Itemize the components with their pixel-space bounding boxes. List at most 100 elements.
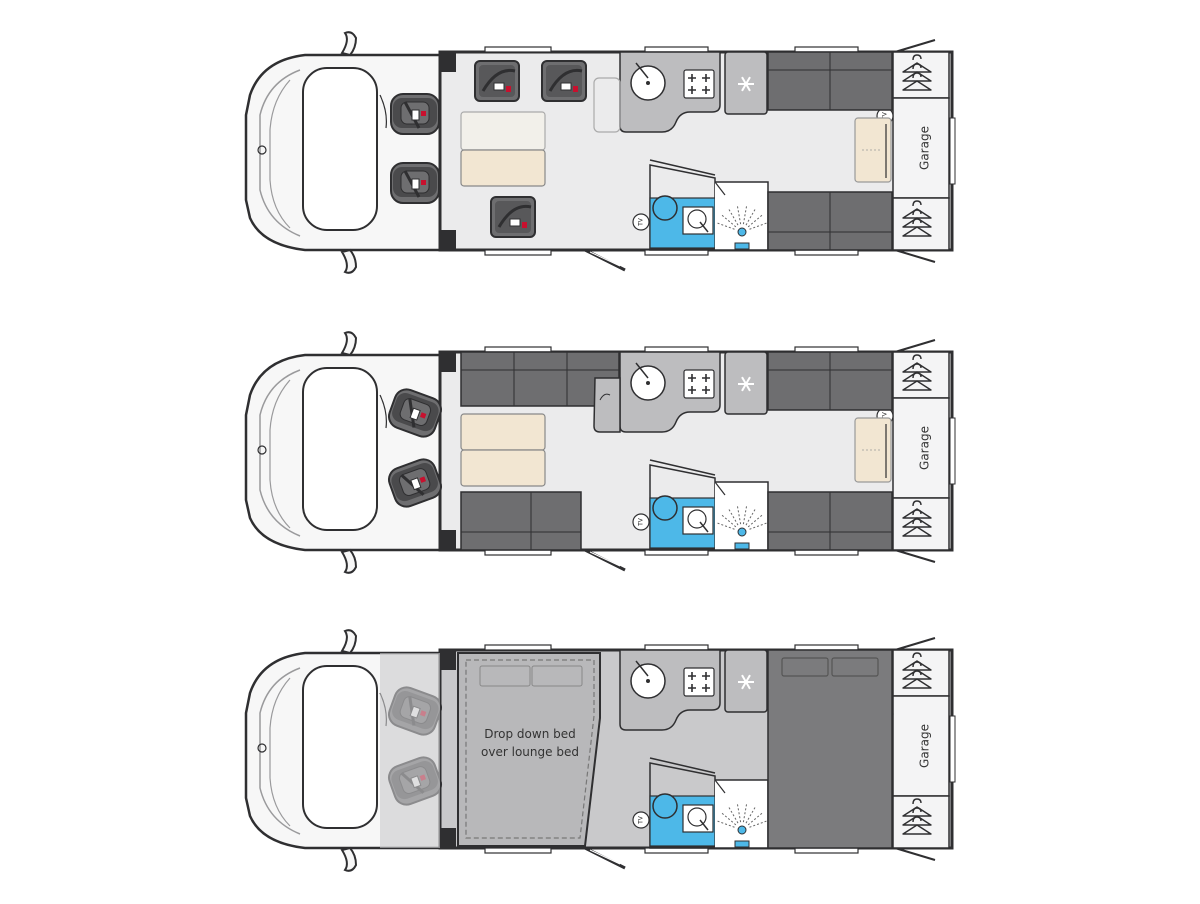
rear-flap-bottom — [894, 847, 936, 861]
window-top — [484, 46, 552, 53]
shower-spray — [742, 506, 748, 525]
washbasin-tap — [699, 819, 709, 831]
wardrobe-bottom — [892, 795, 950, 849]
badge-icon — [257, 743, 267, 753]
rear-flap-bottom — [894, 549, 936, 563]
rear-window — [949, 715, 956, 783]
tv-front-circle — [632, 213, 650, 231]
steering-wheel — [379, 394, 387, 429]
shower-spray — [742, 206, 748, 225]
toilet-icon — [652, 793, 678, 819]
fridge-icon — [738, 376, 754, 392]
shower-drain — [734, 242, 750, 250]
shower-screen — [714, 181, 726, 196]
hob-burner — [702, 74, 710, 82]
hob-burner — [702, 86, 710, 94]
hob-burner — [688, 386, 696, 394]
garage-area — [892, 97, 950, 199]
shower-screen — [714, 779, 726, 794]
drop-bed-label-line1: Drop down bed — [484, 727, 576, 741]
cab-contour — [259, 369, 301, 537]
front-sofa-bottom — [460, 491, 582, 551]
snowflake-arm — [741, 674, 751, 690]
pillow-1 — [479, 665, 531, 687]
lounge-table-bottom — [460, 449, 546, 487]
shower-screen — [714, 481, 726, 496]
snowflake-arm — [741, 76, 751, 92]
rear-sofa-top-cushions — [768, 352, 892, 410]
window-top — [484, 644, 552, 651]
front-sofa-top — [460, 351, 620, 407]
shower-spray — [721, 214, 737, 228]
tv-front-label: TV — [638, 815, 645, 825]
shower-icon — [717, 206, 767, 237]
pillar-top — [440, 352, 456, 372]
rear-flap-top — [894, 39, 936, 53]
steering-wheel — [379, 94, 387, 129]
tv-front-circle — [632, 811, 650, 829]
rear-flap-top — [894, 637, 936, 651]
shower-spray — [717, 820, 735, 828]
rear-flap-bottom — [894, 249, 936, 263]
front-sofa-top-cushions — [461, 352, 619, 406]
shower-head — [737, 825, 747, 835]
entry-door — [584, 248, 626, 272]
tv-rear-label: TV — [882, 111, 889, 121]
shower-spray — [745, 807, 756, 824]
shower-spray — [721, 812, 737, 826]
lounge-table-top — [460, 413, 546, 451]
garage-label: Garage — [918, 426, 932, 470]
sink-drain — [646, 679, 650, 683]
rear-window — [949, 117, 956, 185]
entry-door — [584, 846, 626, 870]
windscreen — [302, 367, 378, 531]
shower-spray — [749, 820, 767, 828]
entry-door — [584, 548, 626, 572]
mirror-left-icon — [340, 31, 358, 57]
windscreen — [302, 665, 378, 829]
swivel-outline — [593, 77, 621, 133]
pillar-bottom — [440, 230, 456, 250]
hob-burner — [702, 684, 710, 692]
rear-sofa-bottom-cushions — [768, 192, 892, 250]
mirror-right-icon — [340, 846, 358, 872]
sink-drain — [646, 81, 650, 85]
rear-bed — [767, 649, 893, 849]
rear-table — [854, 417, 892, 483]
hob-plate — [683, 667, 715, 697]
wardrobe-bottom — [892, 497, 950, 551]
pillar-bottom — [440, 828, 456, 848]
garage-area — [892, 695, 950, 797]
shower-spray — [742, 804, 748, 823]
rear-table — [854, 117, 892, 183]
washroom-door — [649, 159, 716, 176]
hob-burner — [702, 374, 710, 382]
washroom-door — [649, 757, 716, 774]
rear-window — [949, 417, 956, 485]
entry-door-inner — [589, 251, 621, 267]
cab-seat-passenger — [389, 161, 441, 205]
mirror-left-icon — [340, 629, 358, 655]
rear-sofa-top-cushions — [768, 52, 892, 110]
shower-spray — [736, 506, 742, 525]
washbasin-tap — [699, 221, 709, 233]
shower-head — [737, 227, 747, 237]
fridge-icon — [738, 674, 754, 690]
cab-seat-driver — [389, 92, 441, 136]
rear-pillow-2 — [831, 657, 879, 677]
cab-contour-2 — [269, 677, 291, 827]
travel-seat-2 — [540, 59, 588, 103]
shower-spray — [736, 804, 742, 823]
hob-burner — [702, 386, 710, 394]
entry-door-inner — [589, 849, 621, 865]
shower-spray — [717, 222, 735, 230]
window-bottom — [484, 249, 552, 256]
window-bottom — [484, 847, 552, 854]
shower-drain — [734, 840, 750, 848]
tv-front-circle — [632, 513, 650, 531]
tv-front-label: TV — [638, 217, 645, 227]
hob-burner — [688, 672, 696, 680]
tv-front-marker: TV — [632, 213, 650, 231]
snowflake-arm — [741, 376, 751, 392]
